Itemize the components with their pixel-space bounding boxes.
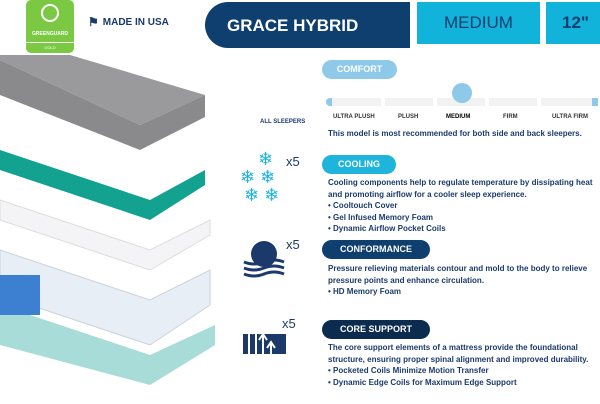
ul-leaf-icon: [41, 4, 59, 22]
coil-edge: [0, 275, 40, 315]
cover-layer: [0, 60, 205, 150]
coil-layer: [0, 249, 211, 346]
greenguard-badge: GREENGUARD GOLD: [26, 0, 74, 53]
conformance-description: Pressure relieving materials contour and…: [328, 264, 588, 285]
mattress-layers-illustration: [0, 55, 215, 385]
product-title: GRACE HYBRID: [205, 2, 410, 48]
height-badge: 12": [546, 2, 600, 44]
foam-layer: [0, 199, 211, 271]
bullet: • HD Memory Foam: [328, 287, 402, 296]
sun-waves-icon: [243, 241, 285, 278]
scale-label-selected: MEDIUM: [446, 114, 471, 120]
cooling-description: Cooling components help to regulate temp…: [328, 178, 593, 199]
core-support-section: The core support elements of a mattress …: [328, 342, 600, 388]
bullet: • Gel Infused Memory Foam: [328, 212, 434, 222]
bullet: • Cooltouch Cover: [328, 201, 398, 210]
scale-label: ULTRA FIRM: [552, 114, 588, 120]
usa-flag-icon: ⚑: [88, 15, 99, 29]
bullet: • Dynamic Airflow Pocket Coils: [328, 224, 446, 233]
scale-label: PLUSH: [398, 114, 419, 120]
core-support-label: CORE SUPPORT: [322, 320, 430, 339]
firmness-badge: MEDIUM: [417, 2, 540, 44]
bullet: • Dynamic Edge Coils for Maximum Edge Su…: [328, 377, 517, 387]
base-layer: [0, 305, 215, 385]
conformance-rating: x5: [286, 237, 300, 252]
comfort-indicator: [452, 83, 472, 103]
core-support-rating: x5: [282, 316, 296, 331]
made-in-usa-badge: ⚑ MADE IN USA: [88, 15, 169, 29]
cooling-rating: x5: [286, 154, 300, 169]
cooling-section: Cooling components help to regulate temp…: [328, 177, 600, 235]
bullet: • Pocketed Coils Minimize Motion Transfe…: [328, 366, 489, 375]
scale-label: FIRM: [503, 114, 518, 120]
conformance-section: Pressure relieving materials contour and…: [328, 263, 600, 298]
sleepers-label: ALL SLEEPERS: [260, 119, 306, 125]
conformance-label: CONFORMANCE: [322, 240, 430, 259]
comfort-label: COMFORT: [322, 60, 397, 79]
core-support-description: The core support elements of a mattress …: [328, 343, 589, 364]
recommendation-text: This model is most recommended for both …: [328, 129, 582, 138]
arrows-up-icon: [243, 320, 286, 354]
scale-label: ULTRA PLUSH: [333, 114, 375, 120]
snowflake-icon: ❄❄ ❄❄ ❄: [240, 149, 280, 205]
cooling-label: COOLING: [322, 155, 396, 174]
gel-layer: [0, 150, 205, 220]
